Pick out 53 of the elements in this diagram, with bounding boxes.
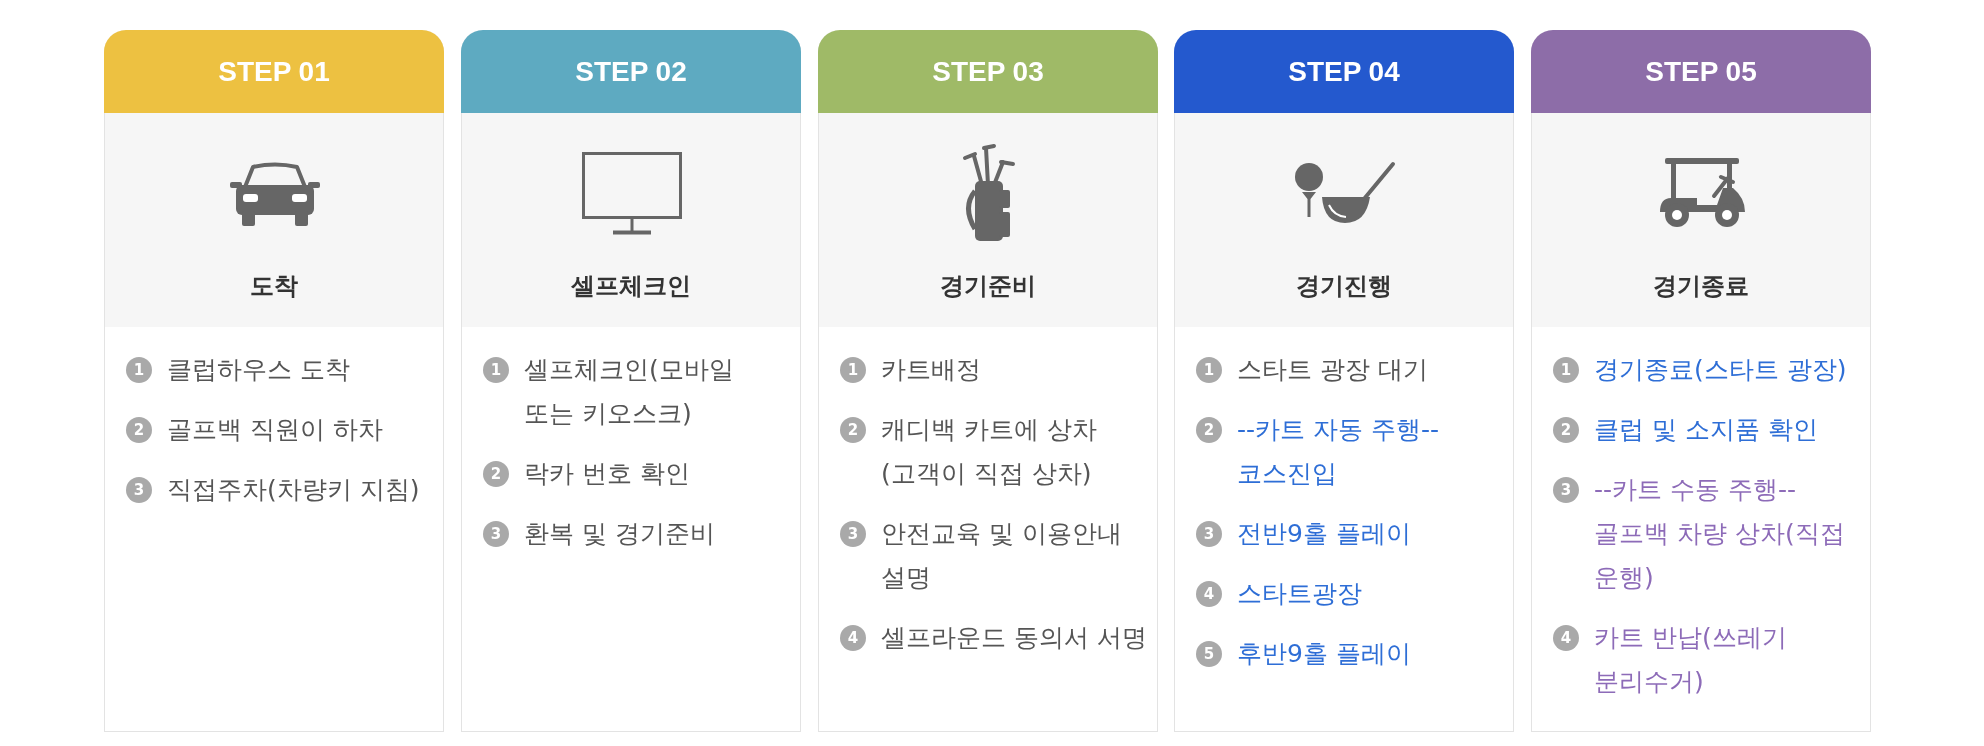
step-card xyxy=(1174,30,1514,732)
step-title: 셀프체크인 xyxy=(571,271,691,301)
step-number: 3 xyxy=(1553,477,1579,503)
step-item-text: 환복 및 경기준비 xyxy=(524,518,716,550)
step-number: 5 xyxy=(1196,641,1222,667)
step-number: 3 xyxy=(1196,521,1222,547)
step-item-text: 안전교육 및 이용안내 설명 xyxy=(881,518,1123,594)
step-item-text: 전반9홀 플레이 xyxy=(1237,518,1412,550)
step-item-text: 클럽 및 소지품 확인 xyxy=(1594,414,1819,446)
step-number: 1 xyxy=(1196,357,1222,383)
step-number: 2 xyxy=(126,417,152,443)
step-item-text: 클럽하우스 도착 xyxy=(167,354,351,386)
step-number: 2 xyxy=(840,417,866,443)
step-header: STEP 05 xyxy=(1531,30,1871,113)
step-item-text: 스타트 광장 대기 xyxy=(1237,354,1429,386)
step-item-text: 셀프라운드 동의서 서명 xyxy=(881,622,1147,654)
step-header: STEP 02 xyxy=(461,30,801,113)
step-title: 도착 xyxy=(250,271,298,301)
step-item-text: 락카 번호 확인 xyxy=(524,458,691,490)
step-item-text: 골프백 직원이 하차 xyxy=(167,414,384,446)
step-number: 1 xyxy=(483,357,509,383)
step-item-text: 직접주차(차량키 지침) xyxy=(167,474,421,506)
step-number: 3 xyxy=(840,521,866,547)
step-number: 4 xyxy=(840,625,866,651)
step-header: STEP 04 xyxy=(1174,30,1514,113)
step-item-text: --카트 수동 주행-- 골프백 차량 상차(직접 운행) xyxy=(1594,474,1846,594)
step-number: 1 xyxy=(840,357,866,383)
step-card xyxy=(818,30,1158,732)
step-number: 2 xyxy=(1553,417,1579,443)
step-item-text: 후반9홀 플레이 xyxy=(1237,638,1412,670)
step-card xyxy=(1531,30,1871,732)
step-card xyxy=(104,30,444,732)
step-title: 경기종료 xyxy=(1653,271,1749,301)
step-item-text: 셀프체크인(모바일 또는 키오스크) xyxy=(524,354,735,430)
step-number: 4 xyxy=(1553,625,1579,651)
step-title: 경기준비 xyxy=(940,271,1036,301)
step-item-text: --카트 자동 주행-- 코스진입 xyxy=(1237,414,1440,490)
step-item-text: 카트배정 xyxy=(881,354,982,386)
step-header: STEP 01 xyxy=(104,30,444,113)
step-number: 2 xyxy=(1196,417,1222,443)
step-title: 경기진행 xyxy=(1296,271,1392,301)
step-item-text: 캐디백 카트에 상차 (고객이 직접 상차) xyxy=(881,414,1098,490)
step-number: 1 xyxy=(1553,357,1579,383)
step-number: 1 xyxy=(126,357,152,383)
step-item-text: 스타트광장 xyxy=(1237,578,1363,610)
step-card xyxy=(461,30,801,732)
step-number: 3 xyxy=(483,521,509,547)
step-number: 2 xyxy=(483,461,509,487)
step-number: 3 xyxy=(126,477,152,503)
step-header: STEP 03 xyxy=(818,30,1158,113)
step-item-text: 경기종료(스타트 광장) xyxy=(1594,354,1848,386)
step-number: 4 xyxy=(1196,581,1222,607)
step-item-text: 카트 반납(쓰레기 분리수거) xyxy=(1594,622,1788,698)
